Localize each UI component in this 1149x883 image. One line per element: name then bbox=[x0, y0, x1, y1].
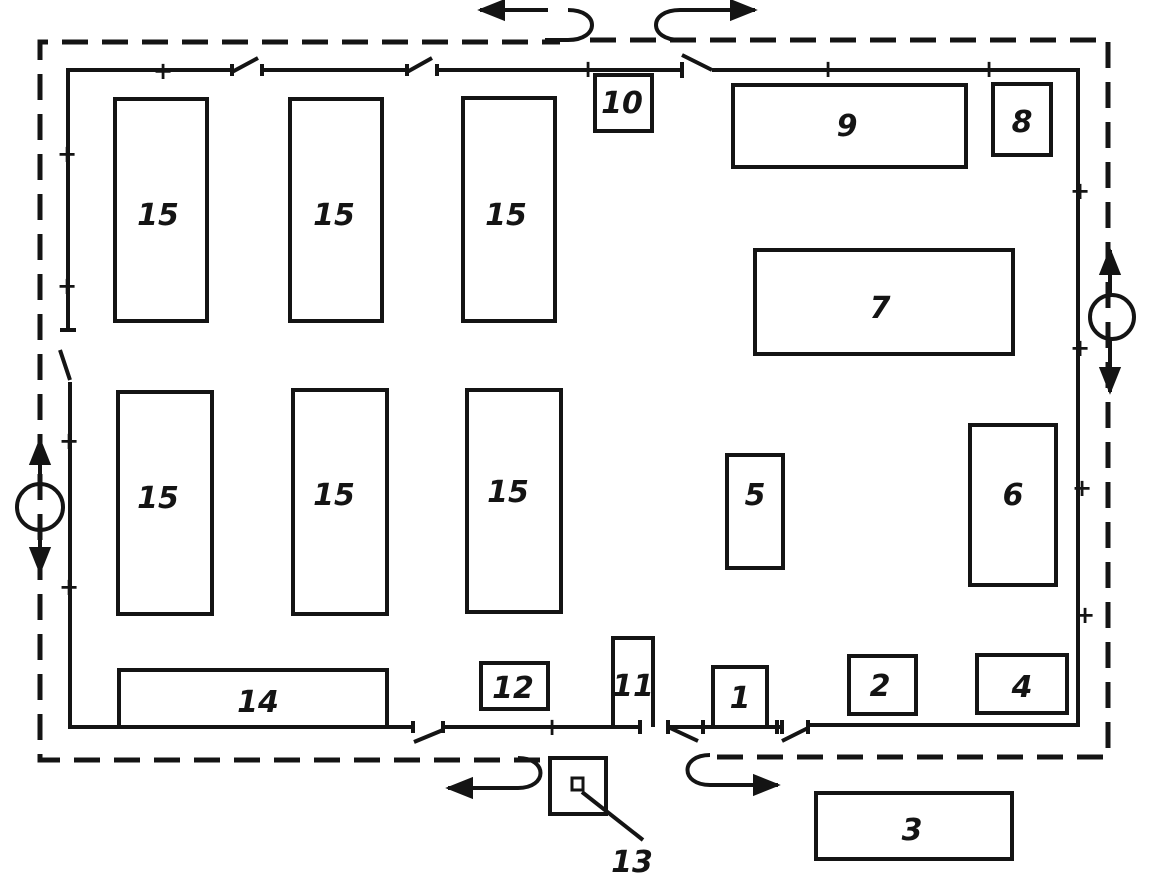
outer-fence bbox=[37, 37, 1111, 763]
building-4: 4 bbox=[975, 653, 1069, 715]
building-label: 15 bbox=[313, 478, 355, 513]
building-2: 2 bbox=[847, 654, 918, 716]
building-label: 10 bbox=[601, 86, 643, 121]
gates bbox=[58, 53, 810, 744]
building-14: 14 bbox=[117, 668, 389, 727]
building-7: 7 bbox=[753, 248, 1015, 356]
lamp-mark: + bbox=[1075, 601, 1095, 629]
lamp-mark: + bbox=[1072, 474, 1092, 502]
traffic-arrows bbox=[445, 0, 781, 800]
building-label: 14 bbox=[237, 685, 279, 720]
lamp-mark: + bbox=[979, 55, 999, 83]
building-label: 15 bbox=[487, 475, 529, 510]
building-label: 1 bbox=[730, 681, 751, 716]
building-1: 1 bbox=[701, 665, 779, 734]
building-15-b: 15 bbox=[288, 97, 384, 323]
lamp-mark: + bbox=[542, 713, 562, 741]
building-15-a: 15 bbox=[113, 97, 209, 323]
building-label: 15 bbox=[485, 198, 527, 233]
lamp-mark: + bbox=[818, 55, 838, 83]
lamp-mark: + bbox=[57, 140, 77, 168]
checkpoint-13: 13 bbox=[548, 756, 653, 880]
lamp-mark: + bbox=[1070, 177, 1090, 205]
perimeter-wall bbox=[66, 68, 1080, 729]
lamp-mark: + bbox=[1070, 334, 1090, 362]
building-15-c: 15 bbox=[461, 96, 557, 323]
building-10: 10 bbox=[593, 73, 654, 133]
building-label: 3 bbox=[902, 813, 923, 848]
building-15-e: 15 bbox=[291, 388, 389, 616]
lamp-mark: + bbox=[59, 427, 79, 455]
building-label: 15 bbox=[313, 198, 355, 233]
building-label: 4 bbox=[1011, 670, 1033, 705]
building-label: 9 bbox=[837, 109, 858, 144]
lamp-mark: + bbox=[57, 272, 77, 300]
lamp-mark: + bbox=[59, 573, 79, 601]
building-label: 13 bbox=[611, 845, 653, 880]
building-3: 3 bbox=[814, 791, 1014, 861]
building-label: 15 bbox=[137, 198, 179, 233]
building-label: 5 bbox=[745, 478, 766, 513]
building-5: 5 bbox=[725, 453, 785, 570]
building-9: 9 bbox=[731, 83, 968, 169]
building-6: 6 bbox=[968, 423, 1058, 587]
building-label: 8 bbox=[1012, 105, 1033, 140]
lighting-markers: + + + + + + + + + + + + + bbox=[57, 55, 1095, 741]
building-11: 11 bbox=[611, 636, 655, 727]
lamp-mark: + bbox=[153, 57, 173, 85]
traffic-circle-east bbox=[1088, 247, 1136, 395]
building-label: 15 bbox=[137, 481, 179, 516]
building-15-f: 15 bbox=[465, 388, 563, 614]
building-label: 12 bbox=[492, 671, 534, 706]
lamp-mark: + bbox=[578, 55, 598, 83]
traffic-circle-west bbox=[15, 437, 65, 575]
building-15-d: 15 bbox=[116, 390, 214, 616]
building-label: 11 bbox=[612, 669, 654, 704]
building-label: 7 bbox=[870, 291, 891, 326]
building-label: 6 bbox=[1003, 478, 1024, 513]
building-label: 2 bbox=[870, 669, 891, 704]
building-12: 12 bbox=[479, 661, 550, 711]
building-8: 8 bbox=[991, 82, 1053, 157]
